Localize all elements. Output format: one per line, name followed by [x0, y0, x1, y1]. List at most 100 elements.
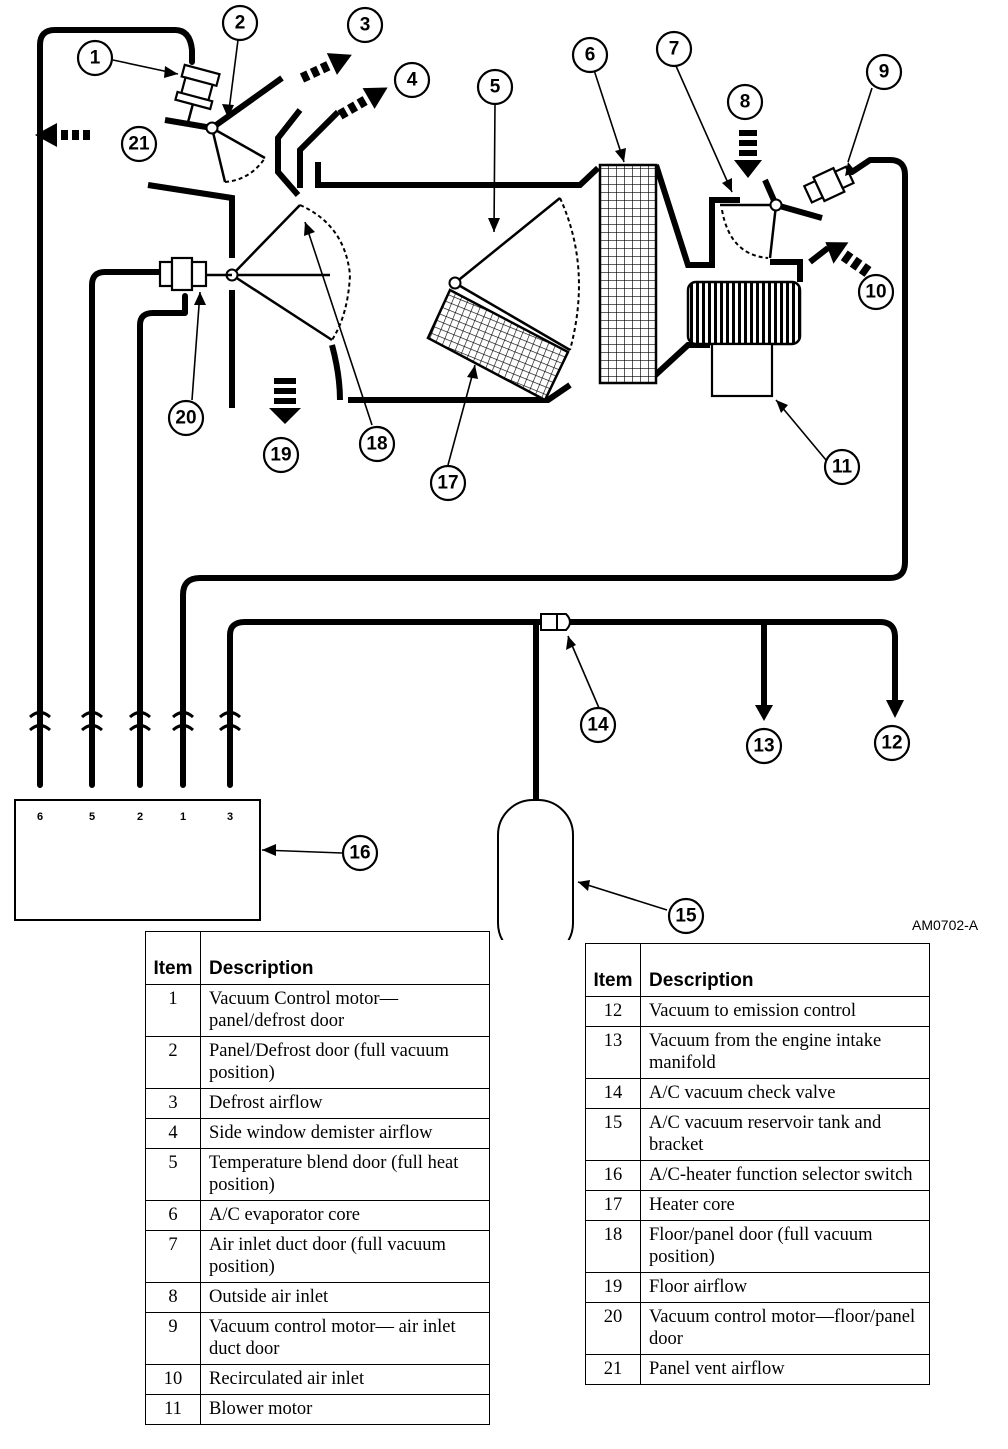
legend-item-description: Side window demister airflow [200, 1118, 490, 1149]
callout-11: 11 [823, 448, 861, 486]
recirculated-air-arrow [825, 242, 872, 277]
reservoir-tank [497, 799, 574, 940]
temperature-blend-door [448, 197, 580, 352]
callout-18: 18 [358, 425, 396, 463]
panel-defrost-door [164, 75, 284, 183]
hose-port-1 [180, 157, 908, 788]
legend-header-description: Description [200, 931, 490, 985]
callout-8: 8 [726, 83, 764, 121]
callout-9: 9 [865, 53, 903, 91]
legend-item-number: 19 [585, 1272, 641, 1303]
blower-motor [686, 280, 802, 398]
legend-item-number: 1 [145, 984, 201, 1037]
hose-port-6 [37, 27, 195, 788]
legend-item-description: A/C-heater function selector switch [640, 1160, 930, 1191]
hose-port-3 [227, 619, 543, 788]
switch-port-label: 1 [180, 811, 186, 823]
legend-item-description: A/C evaporator core [200, 1200, 490, 1231]
switch-port-label: 6 [37, 811, 43, 823]
vacuum-motor-floor-panel [158, 256, 232, 292]
legend-item-number: 14 [585, 1078, 641, 1109]
legend-header-item: Item [145, 931, 201, 985]
hose-port-5 [89, 269, 163, 788]
legend-item-description: Air inlet duct door (full vacuum positio… [200, 1230, 490, 1283]
svg-text:3: 3 [360, 15, 371, 36]
hose-port-2 [137, 293, 188, 788]
legend-item-description: Vacuum control motor— air inlet duct doo… [200, 1312, 490, 1365]
airflow-arrows [35, 53, 872, 424]
svg-text:1: 1 [90, 48, 101, 69]
legend-item-number: 3 [145, 1088, 201, 1119]
svg-text:6: 6 [585, 45, 596, 66]
hose-arrowheads [755, 700, 904, 721]
leader-lines [112, 39, 873, 911]
legend-item-number: 16 [585, 1160, 641, 1191]
legend-item-number: 17 [585, 1190, 641, 1221]
legend-item-description: Vacuum control motor—floor/panel door [640, 1302, 930, 1355]
svg-text:4: 4 [407, 70, 418, 91]
legend-item-description: Defrost airflow [200, 1088, 490, 1119]
callout-12: 12 [873, 724, 911, 762]
leader-arrowheads [164, 66, 856, 891]
legend-item-number: 7 [145, 1230, 201, 1283]
svg-text:12: 12 [881, 733, 902, 754]
legend-item-number: 18 [585, 1220, 641, 1273]
svg-text:14: 14 [587, 715, 609, 736]
callout-13: 13 [745, 727, 783, 765]
heater-core [426, 288, 570, 402]
switch-port-label: 5 [89, 811, 95, 823]
legend-item-description: Recirculated air inlet [200, 1364, 490, 1395]
svg-text:18: 18 [366, 434, 387, 455]
air-inlet-duct-door [720, 178, 823, 259]
legend-item-description: Floor airflow [640, 1272, 930, 1303]
svg-text:20: 20 [175, 408, 196, 429]
legend-item-number: 5 [145, 1148, 201, 1201]
svg-text:2: 2 [235, 13, 246, 34]
defrost-airflow-arrow [299, 53, 352, 83]
vacuum-hoses [37, 27, 908, 803]
vacuum-motor-panel-defrost [174, 63, 221, 126]
callout-10: 10 [857, 273, 895, 311]
legend-item-number: 12 [585, 996, 641, 1027]
legend-item-number: 10 [145, 1364, 201, 1395]
svg-text:17: 17 [437, 473, 458, 494]
svg-text:21: 21 [128, 134, 150, 155]
legend-item-description: Vacuum from the engine intake manifold [640, 1026, 930, 1079]
legend-item-number: 15 [585, 1108, 641, 1161]
svg-text:9: 9 [879, 62, 890, 83]
svg-text:5: 5 [490, 77, 501, 98]
legend-header-description: Description [640, 943, 930, 997]
legend-item-number: 20 [585, 1302, 641, 1355]
hvac-housing [147, 108, 830, 408]
legend-item-number: 11 [145, 1394, 201, 1425]
callout-14: 14 [579, 706, 617, 744]
floor-panel-door [225, 204, 352, 342]
legend-item-description: A/C vacuum reservoir tank and bracket [640, 1108, 930, 1161]
svg-text:11: 11 [832, 457, 853, 478]
vacuum-motor-air-inlet [802, 165, 856, 204]
figure-code: AM0702-A [912, 917, 979, 933]
switch-port-label: 3 [227, 811, 233, 823]
floor-airflow-arrow [269, 378, 301, 424]
callout-3: 3 [346, 6, 384, 44]
svg-text:7: 7 [669, 39, 680, 60]
legend-item-number: 9 [145, 1312, 201, 1365]
outside-air-arrow [734, 130, 762, 178]
hose-connectors [28, 711, 242, 732]
svg-text:8: 8 [740, 92, 751, 113]
evaporator-core [598, 163, 658, 385]
vacuum-system-diagram: 6 5 2 1 3 [14, 4, 979, 940]
legend-item-description: Floor/panel door (full vacuum position) [640, 1220, 930, 1273]
